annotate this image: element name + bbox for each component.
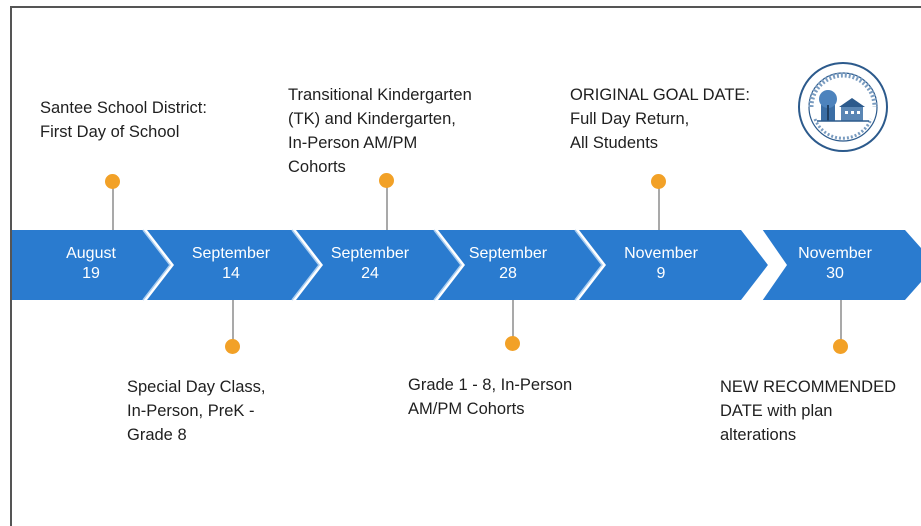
arrow-segment-2 bbox=[147, 230, 319, 300]
milestone-dot bbox=[651, 174, 666, 189]
segment-label-4: September 28 bbox=[458, 244, 558, 292]
segment-day: 24 bbox=[361, 265, 379, 282]
segment-day: 30 bbox=[826, 265, 844, 282]
segment-month: November bbox=[798, 245, 872, 262]
arrow-segment-4 bbox=[438, 230, 602, 300]
segment-month: September bbox=[468, 245, 548, 262]
arrow-segment-3 bbox=[296, 230, 461, 300]
milestone-dot bbox=[379, 173, 394, 188]
segment-label-3: September 24 bbox=[320, 244, 420, 292]
segment-label-1: August 19 bbox=[40, 244, 142, 292]
segment-month: September bbox=[191, 245, 271, 262]
event-first-day: Santee School District: First Day of Sch… bbox=[40, 99, 207, 141]
arrow-segment-5 bbox=[579, 230, 768, 300]
chevron-white-gap bbox=[741, 226, 787, 304]
chevron-divider bbox=[574, 229, 603, 301]
connector-stem bbox=[658, 188, 660, 230]
segment-day: 28 bbox=[499, 265, 517, 282]
event-tk-kindergarten: Transitional Kindergarten (TK) and Kinde… bbox=[288, 86, 472, 176]
arrow-segment-1 bbox=[12, 230, 170, 300]
event-special-day-class: Special Day Class, In-Person, PreK - Gra… bbox=[127, 378, 266, 444]
frame-border bbox=[10, 6, 921, 526]
chevron-divider bbox=[142, 229, 171, 301]
segment-label-2: September 14 bbox=[172, 244, 290, 292]
segment-label-6: November 30 bbox=[780, 244, 890, 292]
milestone-dot bbox=[225, 339, 240, 354]
school-district-seal-icon bbox=[798, 62, 888, 152]
event-original-goal: ORIGINAL GOAL DATE: Full Day Return, All… bbox=[570, 86, 751, 152]
chevron-divider bbox=[291, 229, 320, 301]
connector-stem bbox=[386, 186, 388, 230]
event-grade-1-8: Grade 1 - 8, In-Person AM/PM Cohorts bbox=[408, 376, 573, 418]
segment-month: September bbox=[330, 245, 410, 262]
chevron-divider bbox=[433, 229, 462, 301]
event-new-recommended: NEW RECOMMENDED DATE with plan alteratio… bbox=[720, 378, 896, 444]
milestone-dot bbox=[833, 339, 848, 354]
connector-stem bbox=[840, 300, 842, 342]
segment-month: November bbox=[624, 245, 698, 262]
milestone-dot bbox=[105, 174, 120, 189]
connector-stem bbox=[112, 188, 114, 230]
milestone-dot bbox=[505, 336, 520, 351]
segment-day: 19 bbox=[82, 265, 100, 282]
segment-day: 9 bbox=[656, 265, 666, 282]
connector-stem bbox=[232, 300, 234, 342]
segment-day: 14 bbox=[222, 265, 240, 282]
segment-month: August bbox=[66, 245, 116, 262]
arrow-segment-6 bbox=[745, 230, 921, 300]
segment-label-5: November 9 bbox=[606, 244, 716, 292]
connector-stem bbox=[512, 300, 514, 338]
